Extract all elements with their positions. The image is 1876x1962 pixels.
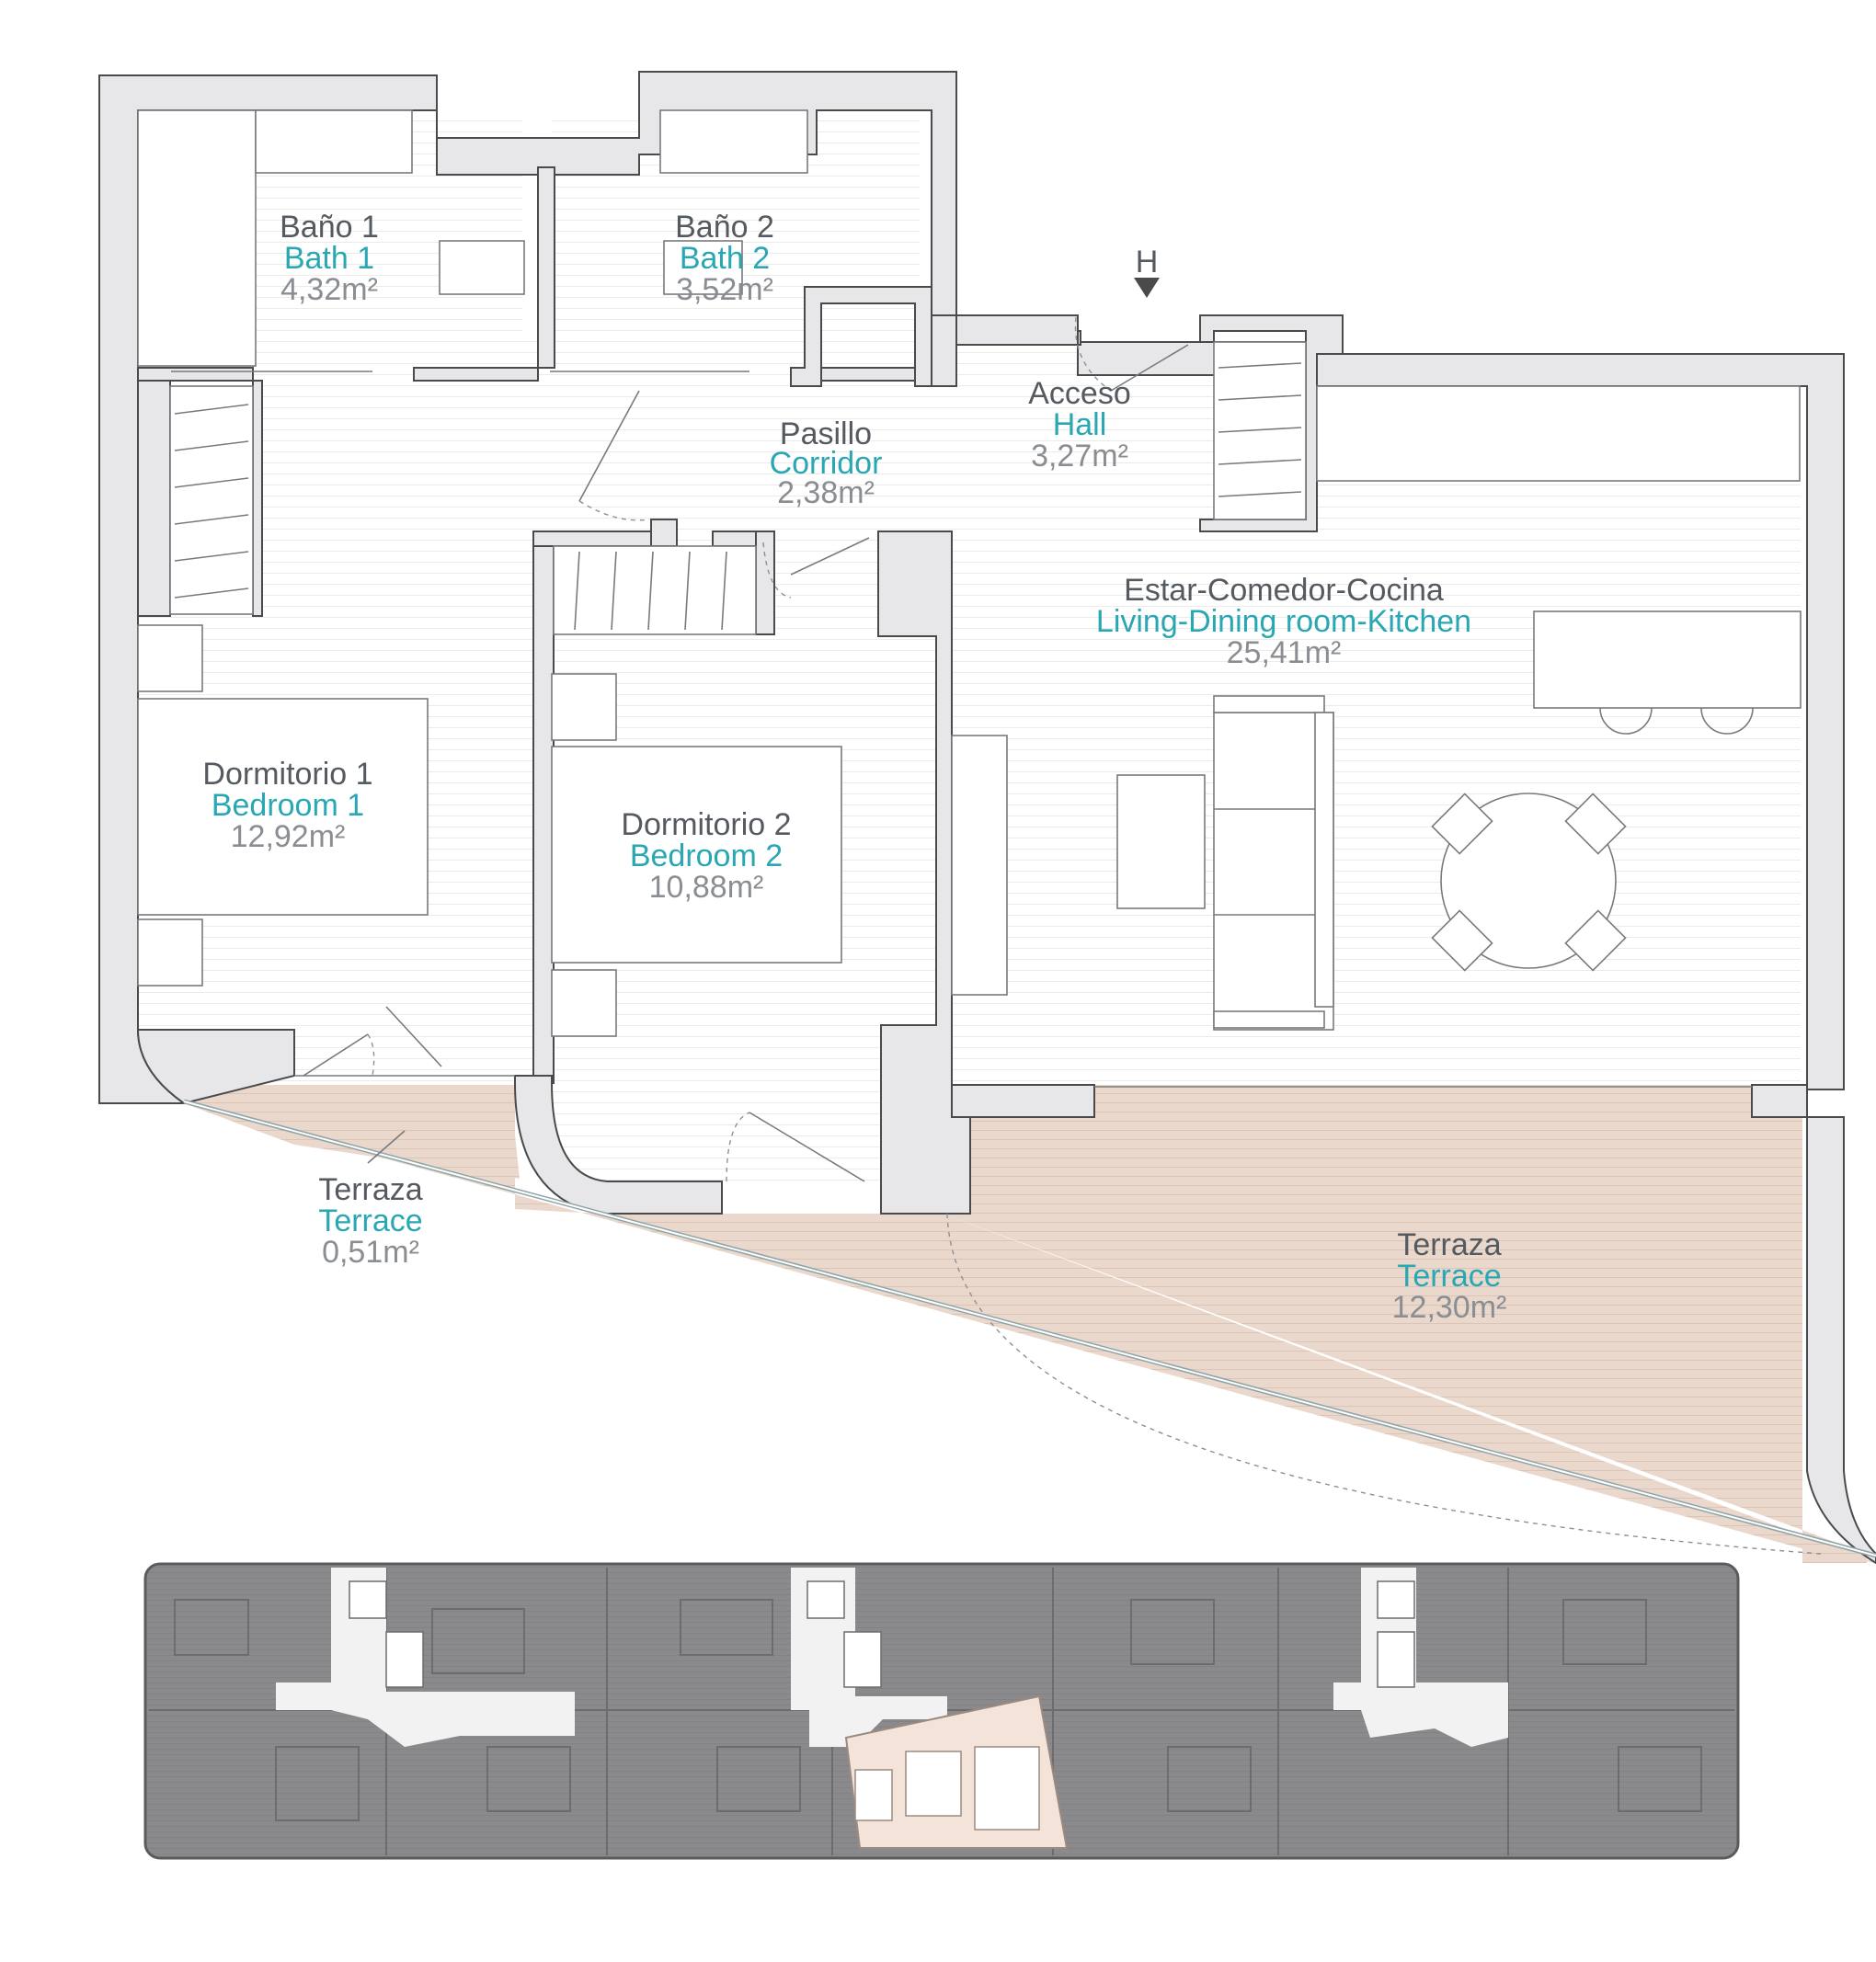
wall-living-bottom-left — [951, 1084, 1095, 1118]
bath2-shower — [663, 240, 743, 295]
terrace-large-name-es: Terraza — [1397, 1227, 1501, 1262]
wall-closet2-l — [532, 532, 555, 1084]
wall-closet1-side — [252, 380, 263, 617]
bedroom2-name-en: Bedroom 2 — [630, 838, 783, 873]
bedroom1-bed — [137, 698, 429, 916]
dining-table — [1440, 793, 1617, 969]
hall-area: 3,27m² — [1031, 439, 1128, 473]
label-living: Estar-Comedor-Cocina Living-Dining room-… — [1096, 573, 1471, 670]
wall-bath1-lower — [137, 367, 254, 382]
bedroom2-bed — [551, 746, 842, 964]
wall-living-bottom-right — [1751, 1084, 1808, 1118]
living-area: 25,41m² — [1227, 635, 1342, 670]
closet2-hangers — [574, 551, 727, 631]
wall-outer-right-curve — [1806, 1116, 1876, 1565]
bath2-vanity — [659, 109, 808, 174]
closet1 — [169, 385, 254, 615]
terrace-large-area: 12,30m² — [1392, 1290, 1507, 1325]
sofa-arm-bottom — [1213, 1010, 1325, 1029]
sofa-back — [1314, 712, 1334, 1008]
key-plan — [143, 1562, 1740, 1860]
terrace-small-floor — [184, 1076, 520, 1179]
entrance-arrow-icon — [1134, 278, 1160, 298]
bath1-shower — [439, 240, 525, 295]
coffee-table — [1116, 774, 1206, 909]
wall-bath-divider — [537, 166, 555, 369]
dining-chair-bl — [1431, 909, 1493, 972]
label-bedroom1: Dormitorio 1 Bedroom 1 12,92m² — [202, 757, 372, 854]
dining-chair-br — [1564, 909, 1627, 972]
closet1-hangers — [174, 404, 249, 599]
stool-1 — [1599, 707, 1653, 735]
bedroom2-nightstand-bottom — [551, 969, 617, 1037]
label-terrace-small: Terraza Terrace 0,51m² — [318, 1172, 422, 1270]
entrance-marker-letter: H — [1136, 245, 1159, 279]
wall-closet2-r — [755, 530, 775, 635]
wall-hall-left — [931, 314, 1081, 387]
bath1-wc-wall — [137, 109, 257, 367]
stool-2 — [1700, 707, 1754, 735]
bedroom1-nightstand-bottom — [137, 918, 203, 987]
terrace-large-name-en: Terrace — [1397, 1259, 1501, 1294]
tv-unit — [951, 735, 1008, 996]
kitchen-counter — [1316, 385, 1801, 482]
wall-bed1-bottom — [136, 1029, 295, 1105]
closet-hall-hangers — [1218, 362, 1302, 497]
label-terrace-large: Terraza Terrace 12,30m² — [1392, 1227, 1507, 1325]
wall-bed2-curve — [514, 1075, 723, 1215]
label-hall: Acceso Hall 3,27m² — [1028, 376, 1131, 473]
living-name-en: Living-Dining room-Kitchen — [1096, 604, 1471, 639]
bath1-name-en: Bath 1 — [284, 241, 374, 276]
living-name-es: Estar-Comedor-Cocina — [1124, 573, 1444, 608]
corridor-name-en: Corridor — [770, 446, 883, 481]
bath2-area: 3,52m² — [676, 272, 773, 307]
terrace-small-name-en: Terrace — [318, 1203, 422, 1238]
sofa — [1213, 712, 1334, 1031]
wall-closet2-top2 — [650, 519, 678, 547]
corridor-area: 2,38m² — [777, 475, 875, 510]
terrace-large-floor — [943, 1085, 1867, 1563]
terrace-small-name-es: Terraza — [318, 1172, 422, 1207]
dining-chair-tr — [1564, 793, 1627, 855]
bedroom1-name-en: Bedroom 1 — [212, 788, 364, 823]
label-bath1: Baño 1 Bath 1 4,32m² — [280, 210, 379, 307]
closet-hall — [1213, 341, 1307, 520]
wall-closet2-top3 — [712, 530, 760, 547]
living-floor — [936, 386, 1801, 1085]
bedroom1-name-es: Dormitorio 1 — [202, 757, 372, 792]
label-bath2: Baño 2 Bath 2 3,52m² — [675, 210, 774, 307]
bedroom2-name-es: Dormitorio 2 — [621, 807, 791, 842]
kitchen-island — [1533, 610, 1802, 709]
label-corridor: Pasillo Corridor 2,38m² — [770, 416, 883, 510]
bath1-name-es: Baño 1 — [280, 210, 379, 245]
hall-name-es: Acceso — [1028, 376, 1131, 411]
bedroom1-nightstand-top — [137, 624, 203, 692]
label-bedroom2: Dormitorio 2 Bedroom 2 10,88m² — [621, 807, 791, 905]
wall-corridor-top-mid — [413, 367, 539, 382]
bath1-vanity — [255, 109, 413, 174]
bath2-name-es: Baño 2 — [675, 210, 774, 245]
doors — [171, 316, 1822, 1555]
bath1-area: 4,32m² — [280, 272, 378, 307]
dining-chair-tl — [1431, 793, 1493, 855]
hall-name-en: Hall — [1053, 407, 1107, 442]
corridor-name-es: Pasillo — [780, 416, 872, 451]
wall-closet2-top — [532, 530, 654, 547]
bedroom2-nightstand-top — [551, 673, 617, 741]
bedroom1-area: 12,92m² — [231, 819, 346, 854]
bath2-name-en: Bath 2 — [680, 241, 770, 276]
sofa-arm-top — [1213, 695, 1325, 713]
wall-closet1 — [137, 380, 171, 617]
terrace-small-area: 0,51m² — [322, 1235, 419, 1270]
bedroom2-area: 10,88m² — [649, 870, 764, 905]
